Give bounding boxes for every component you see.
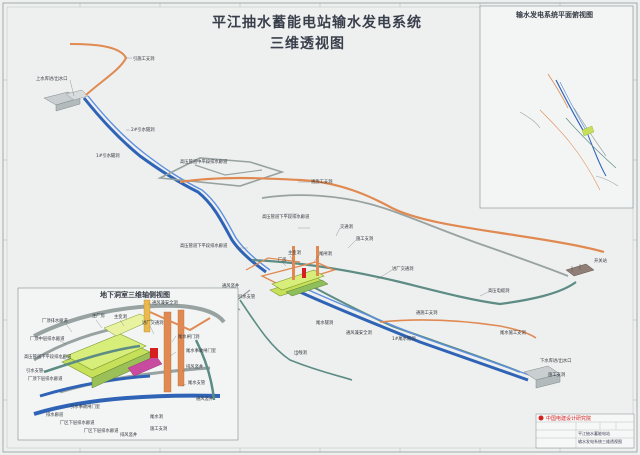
label-tailrace: 尾水隧洞 [316,321,334,326]
axis-label-mid-drainage: 厂顶中层排水廊道 [30,337,65,342]
axis-label-vent-shaft: 通风竖井 [196,397,214,402]
tailrace-adit [379,319,537,339]
axis-inset-title: 地下洞室三维轴侧视图 [100,291,170,299]
title-block-drawing: 输水发电系统三维透视图 [578,439,622,444]
label-tail-gate: 尾闸洞 [319,252,332,257]
label-access-adit: 通施工支洞 [311,180,333,185]
title-block-grid [536,421,634,448]
label-branch-pipe: 引水支管 [238,295,256,300]
axis-label-top-drainage: 厂顶排水廊道 [42,319,68,324]
ventilation-safety-tunnel [239,299,353,381]
headrace-tunnel-1 [82,97,267,274]
upper-intake [43,89,89,112]
lower-intake [523,365,561,389]
axis-leaders [41,303,187,387]
tailrace-tunnel-2 [303,287,533,377]
axis-label-construction-adit: 施工支洞 [150,427,168,432]
axis-label-tail-branch: 尾水支管 [188,381,206,386]
label-lower-drainage-1: 高压管道下平段排水廊道 [262,215,310,220]
axis-label-top-lower-drainage: 厂顶下层排水廊道 [28,377,63,382]
axis-label-exhaust-shaft-2: 排风竖井 [120,433,138,438]
label-traffic-tunnel: 交通洞 [340,225,353,230]
title-line1: 平江抽水蓄能电站输水发电系统 [212,15,422,31]
label-adit-3: 施工支洞 [548,373,566,378]
label-powerhouse: 厂房 [278,258,287,263]
axis-label-drainage: 排水廊道 [46,413,64,418]
title-line2: 三维透视图 [270,36,345,52]
title-block-project: 平江抽水蓄能电站 [578,431,610,436]
label-cable-tunnel: 高压电缆洞 [488,289,510,294]
company-logo [538,415,544,421]
axis-label-transformer: 主变洞 [114,315,127,320]
axis-label-exhaust-shaft: 排风竖井 [186,365,204,370]
axis-label-entry-tunnel: 进厂交通洞 [142,321,164,326]
mid-drainage-gallery [157,157,285,187]
plan-inset-title: 输水发电系统平面俯视图 [516,11,593,19]
plan-inset-frame [479,5,634,209]
label-lower-intake: 下水库进/出水口 [540,359,572,364]
label-outlet-tunnel: 出线洞 [294,351,307,356]
headrace-tunnel-2 [87,95,271,271]
lower-drainage-gallery [261,194,569,277]
cable-tunnel [251,258,577,306]
title-block [535,413,635,449]
tailrace-tunnel-1 [299,290,529,382]
axis-inset-drawing [33,299,226,416]
axis-label-lower-drainage-1: 厂区下层排水廊道 [60,421,95,426]
label-lower-drainage-2: 高压管道下平段排水廊道 [180,244,228,249]
label-headrace-2: 2#引水隧洞 [131,128,155,133]
axis-label-lower-pipe-drainage: 高压管道下平段排水廊道 [24,355,72,360]
axis-label-vent-safety: 通风兼安全洞 [152,301,178,306]
upper-construction-adit [69,43,128,96]
border-ticks [3,3,637,452]
plan-inset-drawing [519,73,619,191]
axis-label-tailrace: 尾水洞 [150,415,163,420]
axis-label-intake-gate-room: 引水事故闸门室 [70,405,101,410]
label-construction-adit: 施工支洞 [356,237,374,242]
axis-label-tail-gate: 尾水闸门洞 [178,335,200,340]
label-upper-adit: 引施工支洞 [133,57,155,62]
axis-label-tail-gate-room: 尾水事故闸门室 [186,349,217,354]
axis-label-branch-pipe: 引水支管 [26,369,44,374]
label-vent-safety: 通风兼安全洞 [346,331,372,336]
label-headrace-1: 1#引水隧洞 [96,154,120,159]
label-tail-adit: 尾水施工支洞 [500,331,526,336]
label-upper-intake: 上水库进/出水口 [36,77,68,82]
label-switchyard: 开关站 [594,259,607,264]
label-adit-2: 通施工支洞 [416,311,438,316]
label-vent-shaft: 通风竖井 [222,284,240,289]
axis-label-powerhouse: 主厂房 [92,314,105,319]
label-transformer: 主变洞 [288,251,301,256]
axis-label-lower-drainage-2: 厂区下层排水廊道 [84,429,119,434]
label-entry-tunnel: 进厂交通洞 [392,267,414,272]
main-leaders [69,57,489,357]
powerhouse-complex [230,246,336,311]
label-mid-drainage: 高压管道中平段排水廊道 [180,160,228,165]
ventilation-tunnel [303,281,521,373]
switchyard [565,263,595,277]
label-tailrace-1: 1#尾水隧洞 [392,337,416,342]
title-block-company: 中国电建设计研究院 [546,416,592,422]
construction-access-tunnel [179,176,605,254]
